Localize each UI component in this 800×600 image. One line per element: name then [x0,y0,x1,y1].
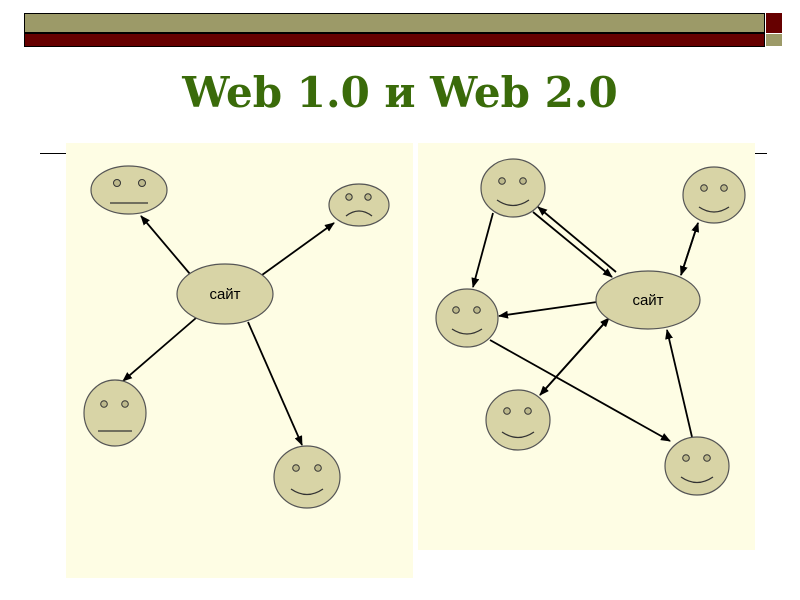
header-accent-square [766,13,782,33]
arrow [247,321,303,446]
sad-face-node [328,183,390,227]
web1-diagram: сайт [66,143,413,578]
smile-face-node [273,445,341,509]
header-bar-olive [24,13,765,33]
neutral-face-node [83,379,147,447]
arrow [532,211,613,278]
arrow [539,317,610,396]
arrow [261,222,335,276]
arrow [665,329,693,438]
arrow [471,212,494,288]
slide-title: Web 1.0 и Web 2.0 [182,68,618,117]
site-node: сайт [176,263,274,325]
site-node: сайт [595,270,701,330]
smile-face-node [480,158,546,218]
divider-line [755,153,767,154]
header-bar-maroon [24,33,765,47]
neutral-face-node [90,165,168,215]
arrow [537,206,617,273]
smile-face-node [664,436,730,496]
smile-face-node [435,288,499,348]
arrow [498,301,598,319]
site-label: сайт [209,286,240,303]
arrow [140,215,191,275]
smile-face-node [485,389,551,451]
arrow [679,222,699,276]
header-accent-square [766,34,782,46]
divider-line [40,153,68,154]
smile-face-node [682,166,746,224]
site-label: сайт [632,292,663,309]
arrow [489,339,671,442]
web2-diagram: сайт [418,143,755,550]
arrow [122,317,197,382]
